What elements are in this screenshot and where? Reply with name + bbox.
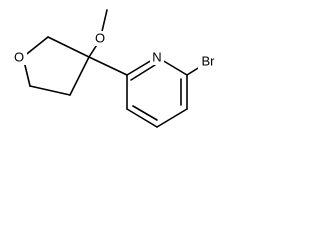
label-bg-nitrogen <box>150 50 164 65</box>
bond-pyr-c2-n-inner <box>130 64 156 81</box>
bond-c4-c3-inner <box>132 105 158 121</box>
label-bg-methoxy-oxygen <box>93 31 107 46</box>
structure-diagram: O O N Br <box>13 9 218 128</box>
label-bg-bromine <box>198 54 218 70</box>
bond-c2-c3 <box>47 36 90 58</box>
bond-c4-c3 <box>126 108 158 128</box>
bromine-label: Br <box>202 53 216 68</box>
methoxy-oxygen-label: O <box>95 30 105 45</box>
bond-c5-c4 <box>156 108 188 128</box>
bond-c3-c4 <box>69 56 90 96</box>
bond-c3-pyr <box>88 56 128 76</box>
bond-c4-c5 <box>29 85 71 96</box>
ring-oxygen-label: O <box>14 49 24 64</box>
bond-o-c2 <box>22 36 49 58</box>
label-bg-ring-oxygen <box>13 50 27 65</box>
nitrogen-label: N <box>152 49 161 64</box>
